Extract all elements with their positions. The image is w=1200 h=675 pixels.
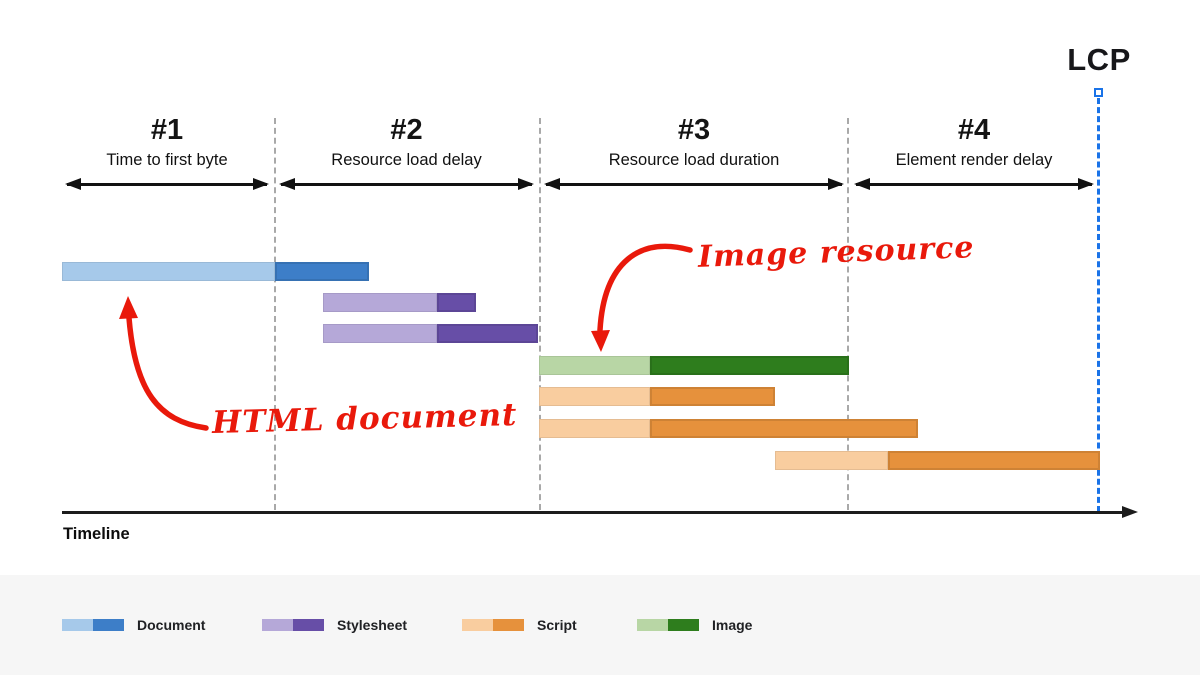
stylesheet-wait-segment — [323, 324, 437, 343]
script-wait-segment — [539, 387, 650, 406]
image-resource-arrow — [591, 243, 693, 352]
annotation-html-document: HTML document — [211, 397, 518, 441]
stylesheet-wait-segment — [323, 293, 437, 312]
timeline-axis — [62, 506, 1138, 517]
timeline-label: Timeline — [63, 525, 130, 543]
script-wait-segment — [775, 451, 888, 470]
phase-separator-line-3 — [847, 118, 849, 510]
phase-range-arrow — [544, 178, 844, 190]
script-bar — [539, 387, 775, 406]
phase-label: Resource load delay — [331, 151, 482, 169]
lcp-marker-square — [1094, 88, 1103, 97]
phase-label: Time to first byte — [106, 151, 228, 169]
lcp-dashed-line — [1097, 98, 1100, 512]
swatch-light — [62, 619, 93, 631]
legend-swatch-stylesheet — [262, 619, 324, 631]
legend-swatch-script — [462, 619, 524, 631]
image-load-segment — [650, 356, 849, 375]
script-bar — [775, 451, 1100, 470]
annotation-image-resource: Image resource — [697, 230, 976, 275]
stylesheet-bar — [323, 293, 476, 312]
image-wait-segment — [539, 356, 650, 375]
phase-range-arrow — [854, 178, 1094, 190]
phase-label: Element render delay — [895, 151, 1053, 169]
phase-number: #3 — [677, 114, 711, 146]
script-load-segment — [650, 387, 775, 406]
swatch-light — [462, 619, 493, 631]
legend-swatch-document — [62, 619, 124, 631]
legend-label: Image — [712, 617, 753, 633]
script-load-segment — [650, 419, 918, 438]
swatch-dark — [93, 619, 124, 631]
phase-separator-line-1 — [274, 118, 276, 510]
script-load-segment — [888, 451, 1100, 470]
swatch-dark — [293, 619, 324, 631]
swatch-dark — [493, 619, 524, 631]
document-load-segment — [275, 262, 369, 281]
script-wait-segment — [539, 419, 650, 438]
swatch-dark — [668, 619, 699, 631]
swatch-light — [637, 619, 668, 631]
script-bar — [539, 419, 918, 438]
legend-swatch-image — [637, 619, 699, 631]
legend-label: Stylesheet — [337, 617, 408, 633]
stylesheet-bar — [323, 324, 538, 343]
phase-number: #2 — [390, 114, 423, 146]
phase-label: Resource load duration — [608, 151, 780, 169]
lcp-title: LCP — [1067, 42, 1131, 77]
phase-number: #1 — [150, 114, 184, 146]
phase-range-arrow — [65, 178, 269, 190]
image-bar — [539, 356, 849, 375]
legend-band — [0, 575, 1200, 675]
document-wait-segment — [62, 262, 275, 281]
stylesheet-load-segment — [437, 324, 538, 343]
document-bar — [62, 262, 369, 281]
html-document-arrow — [119, 296, 209, 431]
phase-number: #4 — [957, 114, 991, 146]
phase-range-arrow — [279, 178, 534, 190]
legend-label: Script — [537, 617, 577, 633]
stylesheet-load-segment — [437, 293, 476, 312]
phase-separator-line-2 — [539, 118, 541, 510]
swatch-light — [262, 619, 293, 631]
legend-label: Document — [137, 617, 206, 633]
